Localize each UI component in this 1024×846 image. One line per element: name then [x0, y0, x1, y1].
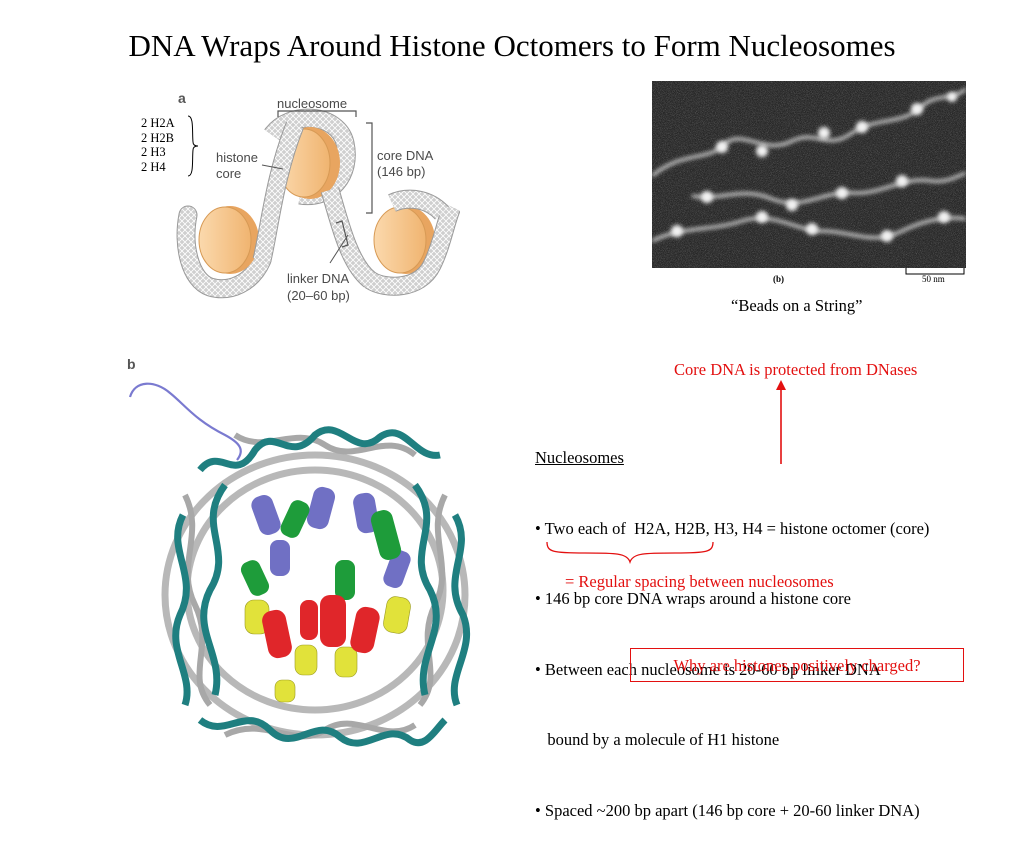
panel-b-letter: b: [127, 356, 136, 372]
nucleosome-label: nucleosome: [277, 96, 348, 111]
linker-dna-label: linker DNA (20–60 bp): [287, 270, 350, 304]
helices-red: [262, 595, 380, 659]
histone-list-brace: [187, 115, 199, 177]
slide-title: DNA Wraps Around Histone Octomers to For…: [128, 28, 896, 63]
notes-bullet: • Two each of H2A, H2B, H3, H4 = histone…: [535, 518, 930, 538]
question-box: Why are histones positively charged?: [630, 648, 964, 682]
electron-micrograph: [652, 81, 966, 268]
histone-list-item: 2 H2B: [141, 130, 174, 145]
helices-green: [240, 500, 402, 600]
helices-blue: [251, 486, 411, 589]
scale-label: 50 nm: [922, 274, 945, 284]
dna-backbone-teal: [172, 426, 471, 747]
histone-core-right: [373, 206, 435, 274]
histone-list-item: 2 H4: [141, 159, 166, 174]
nucleosome-schematic: [176, 108, 460, 299]
red-arrow: [776, 380, 786, 464]
core-dna-protected-note: Core DNA is protected from DNases: [674, 360, 918, 379]
notes-bullet: • 146 bp core DNA wraps around a histone…: [535, 589, 851, 608]
notes-bullet: bound by a molecule of H1 histone: [535, 730, 780, 749]
linker-dna-label-line: (20–60 bp): [287, 288, 350, 303]
histone-core-label-line: histone: [216, 150, 258, 165]
histone-core-left: [198, 206, 259, 274]
histone-core-label-line: core: [216, 166, 242, 181]
notes-heading: Nucleosomes: [535, 448, 624, 467]
micrograph-image: [652, 81, 966, 268]
nucleosome-structure: [128, 382, 471, 747]
micrograph-caption: “Beads on a String”: [731, 296, 863, 315]
core-dna-label: core DNA (146 bp): [377, 148, 433, 180]
regular-spacing-note: = Regular spacing between nucleosomes: [565, 572, 834, 591]
notes-bullet: • Between each nucleosome is 20-60 bp li…: [535, 659, 881, 679]
histone-tail: [128, 382, 242, 461]
histone-list: 2 H2A 2 H2B 2 H3 2 H4: [141, 116, 175, 174]
scale-bar: [905, 268, 965, 275]
histone-list-item: 2 H2A: [141, 116, 175, 130]
micrograph-panel-label: (b): [773, 274, 784, 284]
core-dna-label-line: (146 bp): [377, 164, 426, 179]
nucleosome-notes: Nucleosomes • Two each of H2A, H2B, H3, …: [535, 399, 929, 846]
core-dna-label-line: core DNA: [377, 148, 434, 163]
panel-a-letter: a: [178, 90, 186, 106]
histone-list-item: 2 H3: [141, 145, 166, 159]
spacing-brace: [546, 541, 714, 564]
linker-dna-label-line: linker DNA: [287, 271, 350, 286]
notes-bullet: • Spaced ~200 bp apart (146 bp core + 20…: [535, 800, 920, 820]
histone-core-label: histone core: [216, 150, 258, 182]
